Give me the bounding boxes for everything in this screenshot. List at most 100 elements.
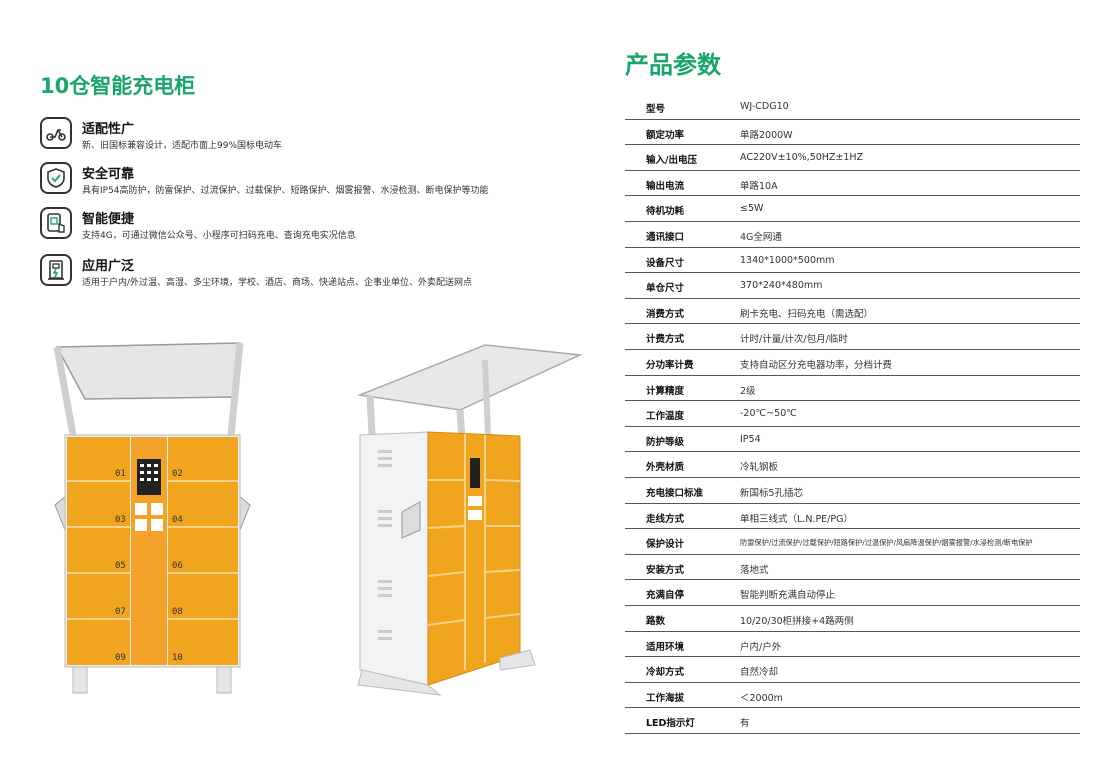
spec-row: 保护设计 防雷保护/过流保护/过载保护/短路保护/过温保护/风扇降温保护/烟雾报警… <box>625 529 1080 555</box>
feature-applications: 应用广泛 适用于户内/外过温、高湿、多尘环境，学校、酒店、商场、快递站点、企事业… <box>40 254 580 298</box>
spec-row: 适用环境 户内/户外 <box>625 632 1080 658</box>
shield-check-icon <box>40 162 72 194</box>
spec-key: 计费方式 <box>646 334 685 346</box>
page-title: 10仓智能充电柜 <box>40 74 196 98</box>
spec-row: 设备尺寸 1340*1000*500mm <box>625 248 1080 274</box>
spec-row: 冷却方式 自然冷却 <box>625 657 1080 683</box>
spec-key: 额定功率 <box>646 129 685 141</box>
charging-station-icon <box>40 254 72 286</box>
spec-row: 分功率计费 支持自动区分充电器功率，分档计费 <box>625 350 1080 376</box>
spec-value: 刷卡充电、扫码充电（需选配） <box>740 308 874 320</box>
spec-key: 计算精度 <box>646 385 685 397</box>
spec-row: 计算精度 2级 <box>625 376 1080 402</box>
compartment-number: 10 <box>172 653 183 663</box>
spec-value: IP54 <box>740 433 761 445</box>
spec-value: 冷轧钢板 <box>740 462 779 474</box>
spec-key: 防护等级 <box>646 436 685 448</box>
spec-row: 额定功率 单路2000W <box>625 120 1080 146</box>
feature-title: 应用广泛 <box>82 259 135 274</box>
compartment-number: 01 <box>115 469 126 479</box>
spec-row: 待机功耗 ≤5W <box>625 196 1080 222</box>
compartment-number: 05 <box>115 561 126 571</box>
spec-row: 工作温度 -20℃~50℃ <box>625 401 1080 427</box>
spec-value: 4G全网通 <box>740 232 782 243</box>
spec-row: 路数 10/20/30柜拼接+4路两侧 <box>625 606 1080 632</box>
spec-value: ＜2000m <box>740 692 783 704</box>
spec-row: 外壳材质 冷轧钢板 <box>625 452 1080 478</box>
spec-row: 单仓尺寸 370*240*480mm <box>625 273 1080 299</box>
spec-row: 输入/出电压 AC220V±10%,50HZ±1HZ <box>625 145 1080 171</box>
spec-row: 工作海拔 ＜2000m <box>625 683 1080 709</box>
spec-key: 外壳材质 <box>646 462 685 474</box>
spec-value: 支持自动区分充电器功率，分档计费 <box>740 360 893 371</box>
spec-key: 充电接口标准 <box>646 488 704 499</box>
spec-row: 充电接口标准 新国标5孔插芯 <box>625 478 1080 504</box>
spec-key: 输入/出电压 <box>646 155 697 167</box>
spec-key: 保护设计 <box>646 539 685 551</box>
spec-value: AC220V±10%,50HZ±1HZ <box>740 152 864 164</box>
feature-safety: 安全可靠 具有IP54高防护，防雷保护、过流保护、过载保护、短路保护、烟雾报警、… <box>40 162 580 206</box>
spec-key: 适用环境 <box>646 641 685 653</box>
spec-value: 防雷保护/过流保护/过载保护/短路保护/过温保护/风扇降温保护/烟雾报警/水浸检… <box>740 538 1033 548</box>
spec-row: 输出电流 单路10A <box>625 171 1080 197</box>
feature-desc: 新、旧国标兼容设计，适配市面上99%国标电动车 <box>82 141 283 151</box>
compartment-number: 07 <box>115 607 126 617</box>
spec-value: 2级 <box>740 385 756 397</box>
phone-touch-icon <box>40 207 72 239</box>
cabinet-front-view: 01 02 03 04 05 06 07 08 09 10 <box>53 342 251 694</box>
spec-value: 1340*1000*500mm <box>740 254 835 266</box>
spec-key: 安装方式 <box>646 564 685 576</box>
spec-key: 路数 <box>646 616 666 627</box>
compartment-number: 03 <box>115 515 126 525</box>
spec-key: 工作温度 <box>646 411 685 423</box>
scooter-icon <box>40 117 72 149</box>
feature-compatibility: 适配性广 新、旧国标兼容设计，适配市面上99%国标电动车 <box>40 117 580 161</box>
spec-key: 输出电流 <box>646 180 685 192</box>
spec-row: 安装方式 落地式 <box>625 555 1080 581</box>
spec-key: LED指示灯 <box>646 718 695 730</box>
feature-title: 安全可靠 <box>82 167 135 182</box>
spec-value: 单相三线式（L.N.PE/PG） <box>740 513 853 525</box>
feature-title: 适配性广 <box>82 122 135 137</box>
spec-value: 单路10A <box>740 180 778 192</box>
spec-value: 落地式 <box>740 564 769 576</box>
compartment-number: 06 <box>172 561 183 571</box>
cabinet-perspective-view <box>357 344 583 696</box>
spec-key: 冷却方式 <box>646 667 685 679</box>
spec-row: 计费方式 计时/计量/计次/包月/临时 <box>625 324 1080 350</box>
compartment-number: 04 <box>172 515 183 525</box>
feature-convenience: 智能便捷 支持4G，可通过微信公众号、小程序可扫码充电、查询充电实况信息 <box>40 207 580 251</box>
spec-key: 型号 <box>646 104 666 115</box>
spec-key: 单仓尺寸 <box>646 283 685 295</box>
spec-value: 新国标5孔插芯 <box>740 488 804 499</box>
spec-value: 智能判断充满自动停止 <box>740 590 836 602</box>
feature-desc: 具有IP54高防护，防雷保护、过流保护、过载保护、短路保护、烟雾报警、水浸检测、… <box>82 186 489 196</box>
feature-desc: 支持4G，可通过微信公众号、小程序可扫码充电、查询充电实况信息 <box>82 231 356 241</box>
spec-row: 型号 WJ-CDG10 <box>625 94 1080 120</box>
spec-key: 分功率计费 <box>646 360 694 371</box>
spec-value: ≤5W <box>740 203 764 215</box>
spec-value: 有 <box>740 718 750 730</box>
spec-key: 待机功耗 <box>646 206 685 218</box>
spec-value: 计时/计量/计次/包月/临时 <box>740 334 848 346</box>
spec-key: 通讯接口 <box>646 232 685 243</box>
spec-value: 单路2000W <box>740 129 793 141</box>
spec-row: 走线方式 单相三线式（L.N.PE/PG） <box>625 504 1080 530</box>
spec-value: 370*240*480mm <box>740 280 823 292</box>
spec-row: 充满自停 智能判断充满自动停止 <box>625 580 1080 606</box>
spec-value: WJ-CDG10 <box>740 101 789 112</box>
spec-key: 工作海拔 <box>646 692 685 704</box>
spec-value: 10/20/30柜拼接+4路两侧 <box>740 616 854 627</box>
spec-key: 充满自停 <box>646 590 685 602</box>
spec-key: 设备尺寸 <box>646 257 685 269</box>
spec-row: 防护等级 IP54 <box>625 427 1080 453</box>
spec-title: 产品参数 <box>625 51 721 79</box>
spec-value: -20℃~50℃ <box>740 408 797 420</box>
spec-value: 自然冷却 <box>740 667 779 679</box>
spec-value: 户内/户外 <box>740 641 782 653</box>
spec-row: LED指示灯 有 <box>625 708 1080 734</box>
spec-key: 消费方式 <box>646 308 685 320</box>
compartment-number: 08 <box>172 607 183 617</box>
spec-row: 通讯接口 4G全网通 <box>625 222 1080 248</box>
spec-key: 走线方式 <box>646 513 685 525</box>
